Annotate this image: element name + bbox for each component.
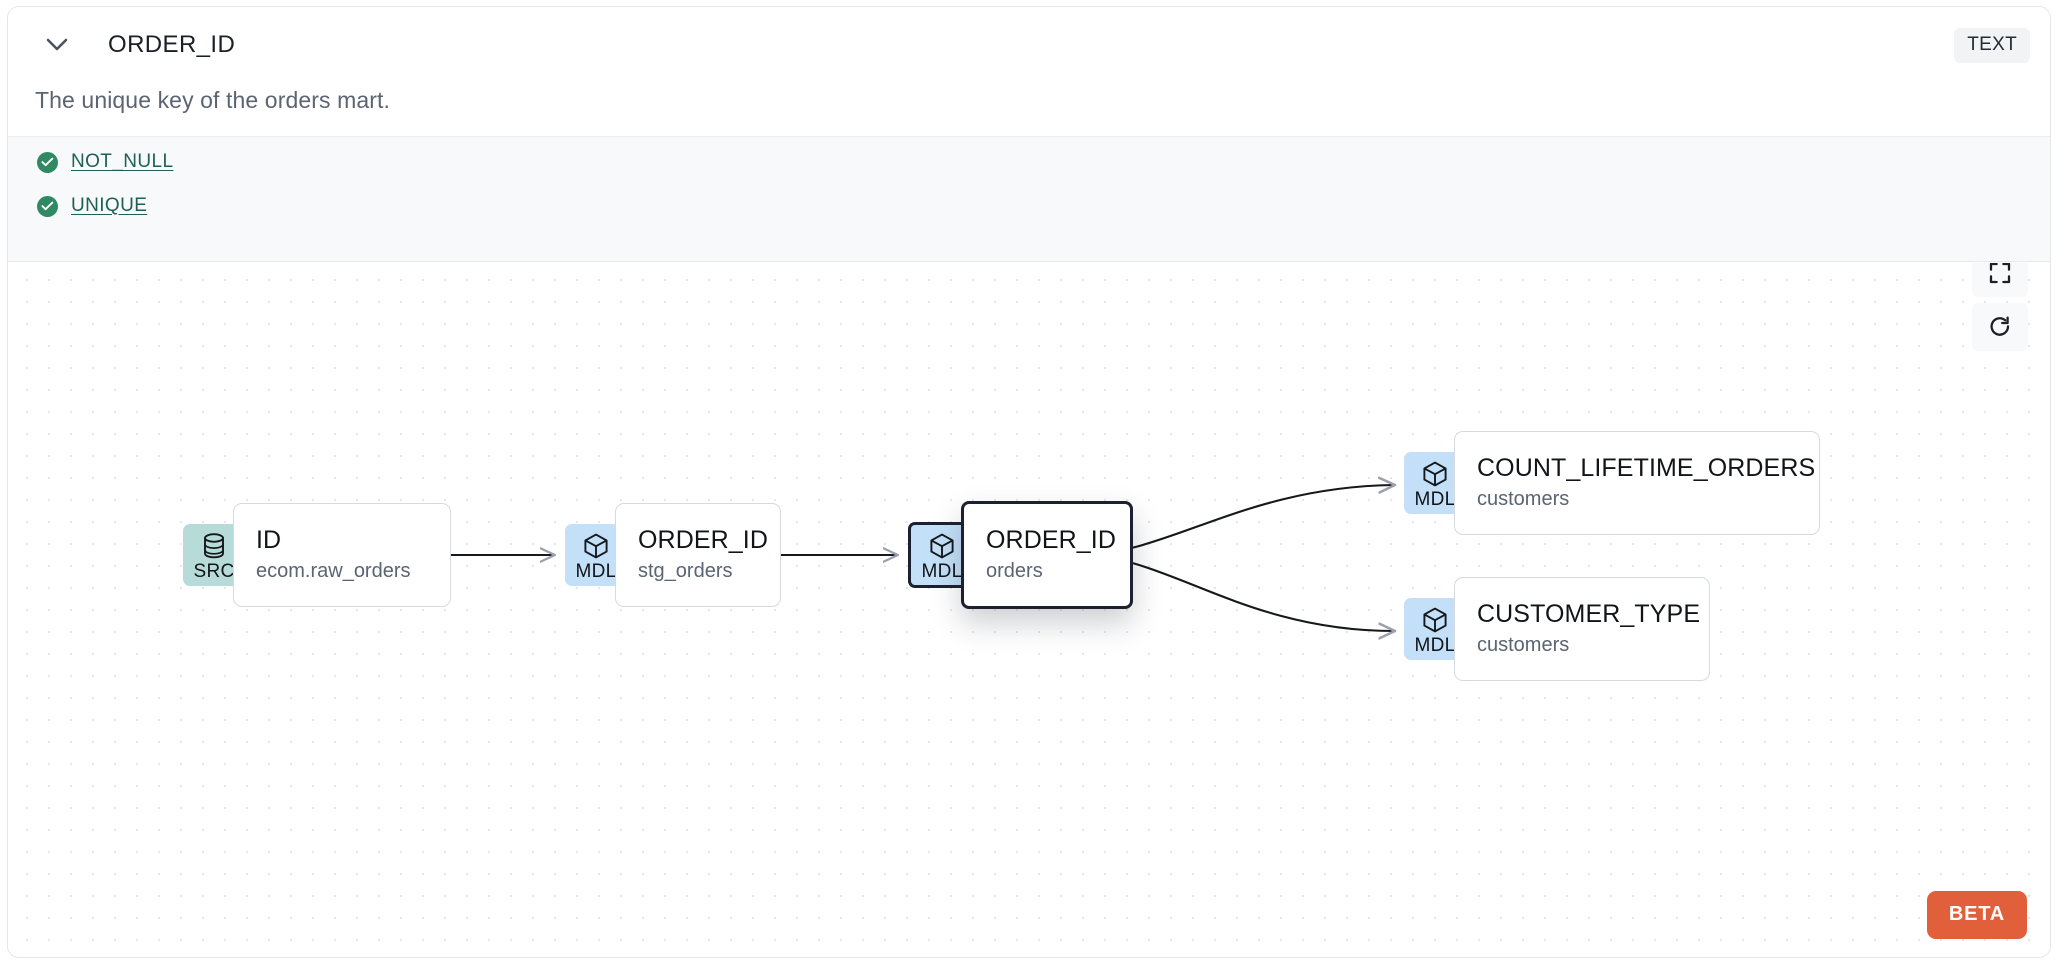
node-body: CUSTOMER_TYPE customers <box>1454 577 1710 681</box>
lineage-canvas[interactable]: SRC ID ecom.raw_orders MDL ORDE <box>8 263 2050 957</box>
page-title: ORDER_ID <box>108 31 236 58</box>
node-body: ORDER_ID stg_orders <box>615 503 781 607</box>
refresh-icon <box>1988 315 2012 339</box>
test-row[interactable]: UNIQUE <box>37 195 147 217</box>
node-badge-label: SRC <box>193 560 235 582</box>
node-badge-label: MDL <box>1414 488 1456 510</box>
node-body: ID ecom.raw_orders <box>233 503 451 607</box>
cube-icon <box>1421 458 1449 488</box>
test-link-unique[interactable]: UNIQUE <box>71 195 148 216</box>
node-model-name: orders <box>986 559 1043 582</box>
chevron-down-icon <box>46 38 68 52</box>
lineage-node-src[interactable]: SRC ID ecom.raw_orders <box>183 503 451 607</box>
check-circle-icon <box>37 195 58 217</box>
fit-view-button[interactable] <box>1972 263 2028 297</box>
cube-icon <box>582 530 610 560</box>
tests-section: NOT_NULL UNIQUE <box>8 136 2050 262</box>
lineage-node-stg-orders[interactable]: MDL ORDER_ID stg_orders <box>565 503 781 607</box>
reset-view-button[interactable] <box>1972 303 2028 351</box>
card-header: ORDER_ID TEXT <box>8 7 2050 69</box>
test-link-not-null[interactable]: NOT_NULL <box>71 151 174 172</box>
node-column-name: COUNT_LIFETIME_ORDERS <box>1477 454 1816 483</box>
lineage-node-customer-type[interactable]: MDL CUSTOMER_TYPE customers <box>1404 577 1710 681</box>
node-column-name: ID <box>256 526 282 555</box>
column-description: The unique key of the orders mart. <box>35 87 390 113</box>
check-circle-icon <box>37 151 58 173</box>
database-icon <box>201 530 227 560</box>
node-model-name: customers <box>1477 633 1570 656</box>
node-column-name: ORDER_ID <box>638 526 768 555</box>
lineage-edges <box>405 263 2050 957</box>
node-badge-label: MDL <box>1414 634 1456 656</box>
cube-icon <box>1421 604 1449 634</box>
node-badge-label: MDL <box>575 560 617 582</box>
node-body: ORDER_ID orders <box>961 501 1133 609</box>
test-row[interactable]: NOT_NULL <box>37 151 173 173</box>
lineage-node-orders-selected[interactable]: MDL ORDER_ID orders <box>908 501 1133 609</box>
fit-view-icon <box>1988 263 2012 285</box>
node-model-name: customers <box>1477 487 1570 510</box>
node-column-name: CUSTOMER_TYPE <box>1477 600 1701 629</box>
column-type-badge: TEXT <box>1954 28 2030 63</box>
collapse-toggle-button[interactable] <box>43 35 71 55</box>
node-body: COUNT_LIFETIME_ORDERS customers <box>1454 431 1820 535</box>
node-column-name: ORDER_ID <box>986 526 1116 555</box>
column-detail-card: ORDER_ID TEXT The unique key of the orde… <box>7 6 2051 958</box>
beta-badge[interactable]: BETA <box>1926 891 2027 939</box>
lineage-node-count-lifetime-orders[interactable]: MDL COUNT_LIFETIME_ORDERS customers <box>1404 431 1820 535</box>
node-model-name: stg_orders <box>638 559 733 582</box>
node-model-name: ecom.raw_orders <box>256 559 411 582</box>
node-badge-label: MDL <box>921 560 963 582</box>
cube-icon <box>928 530 956 560</box>
